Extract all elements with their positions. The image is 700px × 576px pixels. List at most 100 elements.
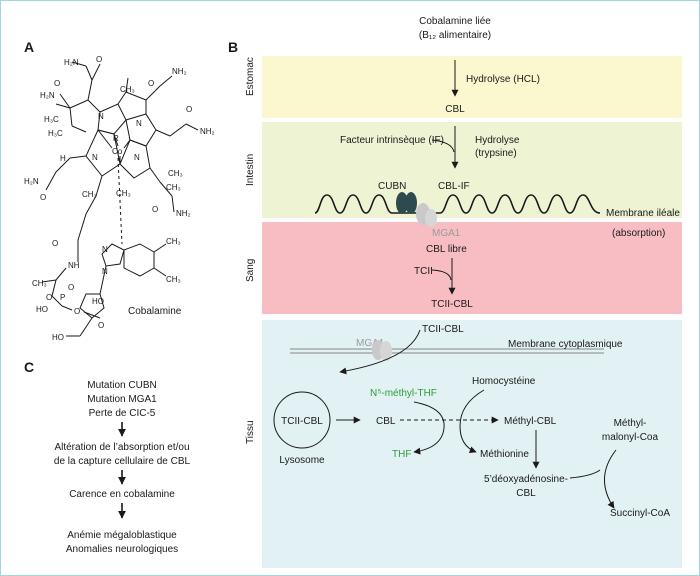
atom-h: H (60, 154, 66, 163)
atom-o-8: O (46, 293, 52, 302)
atom-nh: NH (68, 261, 80, 270)
pathway-title-line2: (B₁₂ alimentaire) (419, 30, 491, 41)
cascade-step3-line1: Anémie mégaloblastique (67, 530, 177, 541)
label-succinyl-coa: Succinyl-CoA (610, 508, 670, 519)
atom-o-5: O (40, 193, 46, 202)
cubn-receptor-right (405, 192, 417, 214)
label-methyl-cbl: Méthyl-CBL (504, 416, 557, 427)
ring-pyrrole-a (97, 103, 127, 135)
atom-o-9: O (68, 283, 74, 292)
label-sang: Sang (245, 259, 256, 282)
mga1-tissue-right (380, 341, 392, 361)
atom-ch3-7: CH₃ (166, 275, 181, 284)
atom-r: R (113, 134, 119, 143)
cascade-step1-line2: de la capture cellulaire de CBL (54, 456, 191, 467)
label-intestin: Intestin (245, 154, 256, 186)
atom-ch3-3: CH₃ (166, 183, 181, 192)
cascade-cause-2: Mutation MGA1 (87, 394, 157, 405)
label-cbl-tissu: CBL (376, 416, 396, 427)
arrow-if-curve (431, 139, 455, 153)
arrow-endocytose (339, 329, 421, 375)
cascade-step3-line2: Anomalies neurologiques (66, 544, 178, 555)
atom-o-2: O (148, 79, 154, 88)
atom-h2n-2: H₂N (40, 91, 55, 100)
cascade-panel: Mutation CUBN Mutation MGA1 Perte de CIC… (54, 380, 191, 555)
label-mga1-tissu: MGA1 (356, 338, 385, 349)
label-tcii: TCII (414, 266, 433, 277)
label-methionine: Méthionine (480, 449, 529, 460)
label-absorption: (absorption) (612, 228, 665, 239)
cascade-step1-line1: Altération de l’absorption et/ou (54, 442, 189, 453)
atom-h3c-1: H₃C (44, 115, 59, 124)
atom-ch3-4: CH₃ (116, 189, 131, 198)
label-cbl-estomac: CBL (445, 104, 465, 115)
cascade-step2: Carence en cobalamine (69, 489, 175, 500)
mga1-receptor-right (425, 209, 437, 227)
atom-ch3-1: CH₃ (120, 85, 135, 94)
ring-pyrrole-d (85, 129, 121, 177)
atom-o-3: O (186, 105, 192, 114)
atom-nh2-2: NH₂ (200, 127, 215, 136)
label-membrane-ileale: Membrane iléale (606, 208, 680, 219)
label-cbl-libre: CBL libre (426, 244, 467, 255)
ring-imidazole (101, 243, 125, 267)
atom-n-2: N (136, 119, 142, 128)
atom-nh2-3: NH₂ (176, 209, 191, 218)
compartment-tissu (262, 320, 682, 568)
label-methylmalonyl-line2: malonyl-Coa (602, 432, 659, 443)
label-hydrolyse: Hydrolyse (475, 135, 520, 146)
ring-ribose (79, 293, 105, 319)
label-trypsine: (trypsine) (475, 148, 517, 159)
atom-ch3-6: CH₃ (166, 237, 181, 246)
atom-n-3: N (92, 153, 98, 162)
atom-ho-1: HO (36, 305, 48, 314)
label-facteur-if: Facteur intrinsèque (IF) (340, 135, 444, 146)
label-tcii-cbl-tissu: TCII-CBL (422, 324, 464, 335)
atom-ho-2: HO (92, 297, 104, 306)
compartment-sang (262, 222, 682, 314)
label-homocysteine: Homocystéine (472, 376, 536, 387)
panel-c-label: C (24, 359, 34, 375)
panel-b-label: B (228, 39, 238, 55)
arrow-deoxy-cofactor (569, 469, 601, 479)
label-tcii-cbl-sang: TCII-CBL (431, 299, 473, 310)
arrow-thf-cycle (413, 401, 445, 455)
label-thf: THF (392, 449, 411, 460)
label-cbl-if: CBL-IF (438, 181, 470, 192)
label-membrane-cyto: Membrane cytoplasmique (508, 339, 623, 350)
label-lysosome: Lysosome (279, 455, 325, 466)
atom-ch3-5: CH₃ (82, 190, 97, 199)
atom-nh2-1: NH₂ (172, 67, 187, 76)
atom-n-4: N (134, 153, 140, 162)
arrow-methionine-cycle (459, 389, 485, 454)
label-hydrolyse-hcl: Hydrolyse (HCL) (466, 74, 540, 85)
arrow-methylmalonyl-succinyl (604, 449, 617, 509)
cubn-receptor-left (396, 192, 408, 214)
cascade-cause-1: Mutation CUBN (87, 380, 156, 391)
label-deoxy-line2: CBL (516, 488, 536, 499)
atom-o-7: O (52, 239, 58, 248)
cobalamin-structure (41, 61, 199, 337)
atom-h2n-1: H₂N (64, 58, 79, 67)
atom-ch3-2: CH₃ (168, 169, 183, 178)
atom-ho-3: HO (52, 333, 64, 342)
atom-p: P (60, 293, 65, 302)
cascade-cause-3: Perte de CIC-5 (89, 408, 156, 419)
atom-h2n-3: H₂N (24, 177, 39, 186)
atom-o-11: O (98, 321, 104, 330)
pathway-title-line1: Cobalamine liée (419, 16, 491, 27)
atom-n-1: N (98, 112, 104, 121)
atom-o-1: O (96, 55, 102, 64)
label-methylmalonyl-line1: Méthyl- (614, 418, 647, 429)
atom-n-6: N (102, 267, 108, 276)
atom-h3c-2: H₃C (48, 129, 63, 138)
arrow-tcii-curve (431, 269, 452, 281)
compartment-intestin (262, 122, 682, 218)
ring-pyrrole-c (119, 139, 151, 179)
atom-ch3-8: CH₃ (32, 279, 47, 288)
molecule-name: Cobalamine (128, 306, 182, 317)
compartment-estomac (262, 56, 682, 118)
label-tissu: Tissu (245, 420, 256, 444)
atom-n-5: N (102, 245, 108, 254)
